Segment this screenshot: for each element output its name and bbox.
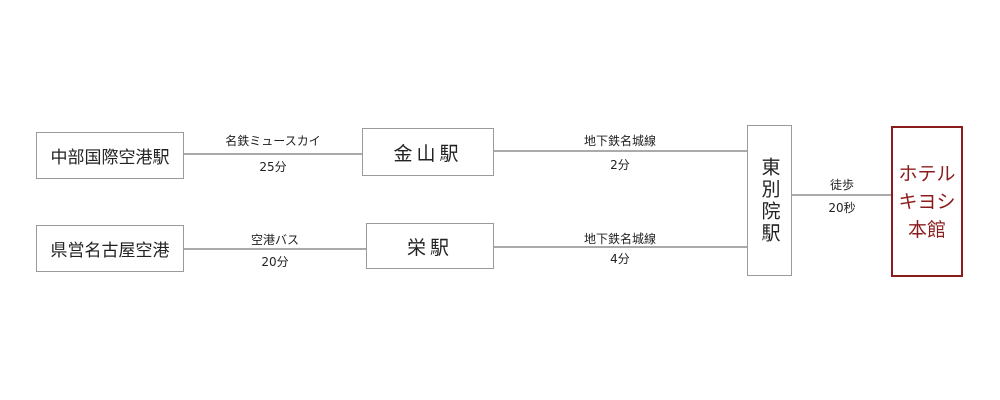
edge-label-time: 20分: [261, 255, 289, 269]
edge-label-time: 20秒: [828, 201, 856, 215]
node-kanayama-station: 金山駅: [362, 128, 494, 176]
edge-label-line: 名鉄ミュースカイ: [225, 134, 321, 148]
connector-chubu-kanayama: [184, 153, 362, 155]
edge-label-line: 地下鉄名城線: [583, 232, 656, 246]
connector-prefectural-sakae: [184, 248, 366, 250]
edge-label-time: 2分: [610, 158, 630, 172]
connector-higashibetsuin-hotel: [792, 194, 892, 196]
edge-label-line: 地下鉄名城線: [583, 134, 656, 148]
node-sakae-station: 栄駅: [366, 223, 494, 269]
node-prefectural-airport: 県営名古屋空港: [36, 225, 184, 272]
node-chubu-airport-station: 中部国際空港駅: [36, 132, 184, 179]
edge-label-time: 4分: [610, 252, 630, 266]
node-hotel-label: ホテルキヨシ本館: [898, 162, 956, 241]
node-higashibetsuin-station: 東別院駅: [747, 125, 792, 276]
edge-label-time: 25分: [259, 160, 287, 174]
node-higashibetsuin-label: 東別院駅: [758, 156, 781, 245]
node-hotel-kiyoshi-honkan: ホテルキヨシ本館: [891, 126, 963, 277]
connector-sakae-higashibetsuin: [494, 246, 747, 248]
edge-label-line: 空港バス: [250, 233, 299, 247]
connector-kanayama-higashibetsuin: [494, 150, 747, 152]
edge-label-line: 徒歩: [829, 178, 854, 192]
